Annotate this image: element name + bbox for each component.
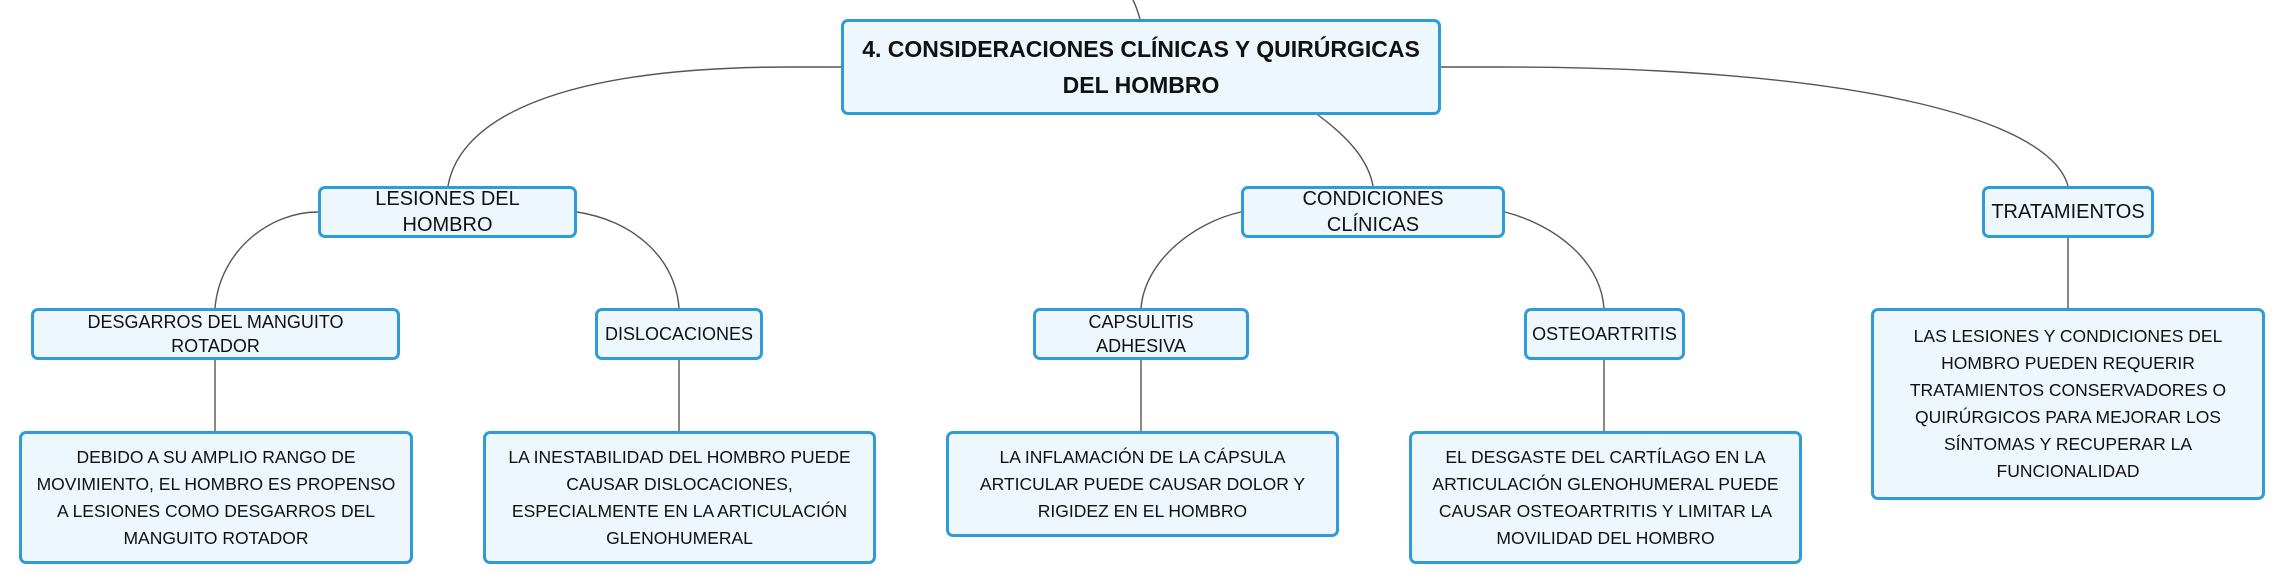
subtopic-label-capsulitis: CAPSULITIS ADHESIVA <box>1088 312 1194 356</box>
description-node-osteoartritis[interactable]: EL DESGASTE DEL CARTÍLAGO EN LA ARTICULA… <box>1409 431 1802 564</box>
description-text-desgarros: DEBIDO A SU AMPLIO RANGO DE MOVIMIENTO, … <box>36 446 396 548</box>
root-topic-node[interactable]: 4. CONSIDERACIONES CLÍNICAS Y QUIRÚRGICA… <box>841 19 1441 115</box>
connector-lesiones-dislocaciones <box>576 211 680 309</box>
subtopic-node-dislocaciones[interactable]: DISLOCACIONES <box>595 308 763 360</box>
subtopic-label-osteoartritis: OSTEOARTRITIS <box>1532 324 1677 344</box>
connector-root-tratamientos <box>1441 66 2069 187</box>
description-node-capsulitis[interactable]: LA INFLAMACIÓN DE LA CÁPSULA ARTICULAR P… <box>946 431 1339 537</box>
description-node-dislocaciones[interactable]: LA INESTABILIDAD DEL HOMBRO PUEDE CAUSAR… <box>483 431 876 564</box>
description-text-capsulitis: LA INFLAMACIÓN DE LA CÁPSULA ARTICULAR P… <box>979 446 1306 521</box>
root-topic-label: 4. CONSIDERACIONES CLÍNICAS Y QUIRÚRGICA… <box>862 36 1420 98</box>
connector-condiciones-capsulitis <box>1140 211 1242 309</box>
description-node-tratamientos[interactable]: LAS LESIONES Y CONDICIONES DEL HOMBRO PU… <box>1871 308 2265 500</box>
branch-node-tratamientos[interactable]: TRATAMIENTOS <box>1982 186 2154 238</box>
description-node-desgarros[interactable]: DEBIDO A SU AMPLIO RANGO DE MOVIMIENTO, … <box>19 431 413 564</box>
description-text-tratamientos: LAS LESIONES Y CONDICIONES DEL HOMBRO PU… <box>1909 326 2227 481</box>
branch-node-lesiones[interactable]: LESIONES DEL HOMBRO <box>318 186 577 238</box>
description-text-dislocaciones: LA INESTABILIDAD DEL HOMBRO PUEDE CAUSAR… <box>508 446 851 548</box>
subtopic-label-dislocaciones: DISLOCACIONES <box>604 324 754 344</box>
branch-node-condiciones[interactable]: CONDICIONES CLÍNICAS <box>1241 186 1505 238</box>
subtopic-node-desgarros[interactable]: DESGARROS DEL MANGUITO ROTADOR <box>31 308 400 360</box>
connector-root-lesiones <box>447 66 841 187</box>
branch-label-tratamientos: TRATAMIENTOS <box>1991 201 2145 223</box>
connector-incoming-root <box>1132 0 1141 20</box>
description-text-osteoartritis: EL DESGASTE DEL CARTÍLAGO EN LA ARTICULA… <box>1432 446 1779 548</box>
subtopic-node-osteoartritis[interactable]: OSTEOARTRITIS <box>1524 308 1685 360</box>
subtopic-node-capsulitis[interactable]: CAPSULITIS ADHESIVA <box>1033 308 1249 360</box>
branch-label-lesiones: LESIONES DEL HOMBRO <box>375 188 520 236</box>
connector-root-condiciones <box>1317 114 1374 187</box>
branch-label-condiciones: CONDICIONES CLÍNICAS <box>1302 188 1444 236</box>
subtopic-label-desgarros: DESGARROS DEL MANGUITO ROTADOR <box>87 312 344 356</box>
connector-lesiones-desgarros <box>214 211 319 309</box>
connector-condiciones-osteoartritis <box>1504 211 1605 309</box>
